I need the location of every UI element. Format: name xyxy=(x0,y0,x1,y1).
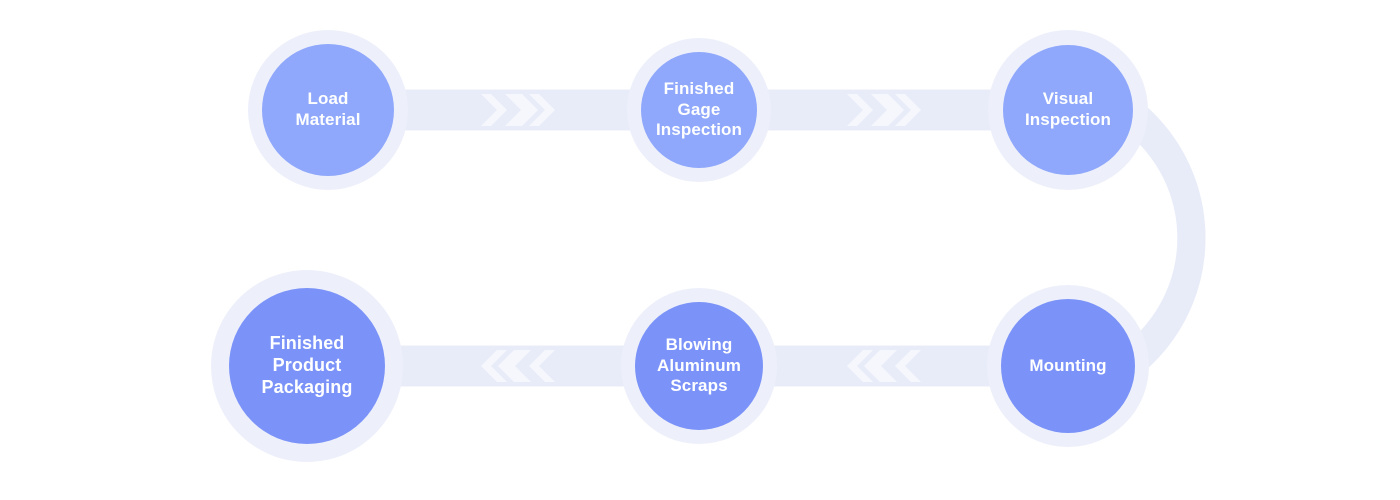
node-label-mounting: Mounting xyxy=(1029,355,1107,375)
node-label-finished-product-packaging: Finished Product Packaging xyxy=(261,333,353,397)
node-circle-finished-gage-inspection xyxy=(641,52,757,168)
node-visual-inspection[interactable]: Visual Inspection xyxy=(1003,45,1133,175)
chevron-right-group-1 xyxy=(481,94,555,126)
node-finished-gage-inspection[interactable]: Finished Gage Inspection xyxy=(641,52,757,168)
uturn-connector-band xyxy=(1060,89,1206,387)
node-blowing-aluminum-scraps[interactable]: Blowing Aluminum Scraps xyxy=(635,302,763,430)
node-circle-mounting xyxy=(1001,299,1135,433)
node-mounting[interactable]: Mounting xyxy=(1001,299,1135,433)
chevron-left-group-1 xyxy=(847,350,921,382)
node-label-visual-inspection: Visual Inspection xyxy=(1024,89,1111,129)
node-circle-finished-product-packaging xyxy=(229,288,385,444)
node-circle-blowing-aluminum-scraps xyxy=(635,302,763,430)
chevron-left-group-2 xyxy=(481,350,555,382)
node-circle-load-material xyxy=(262,44,394,176)
node-circle-visual-inspection xyxy=(1003,45,1133,175)
node-load-material[interactable]: Load Material xyxy=(262,44,394,176)
node-label-load-material: Load Material xyxy=(295,89,361,129)
node-label-blowing-aluminum-scraps: Blowing Aluminum Scraps xyxy=(657,334,741,396)
node-finished-product-packaging[interactable]: Finished Product Packaging xyxy=(229,288,385,444)
node-label-finished-gage-inspection: Finished Gage Inspection xyxy=(655,78,742,140)
chevron-right-group-2 xyxy=(847,94,921,126)
